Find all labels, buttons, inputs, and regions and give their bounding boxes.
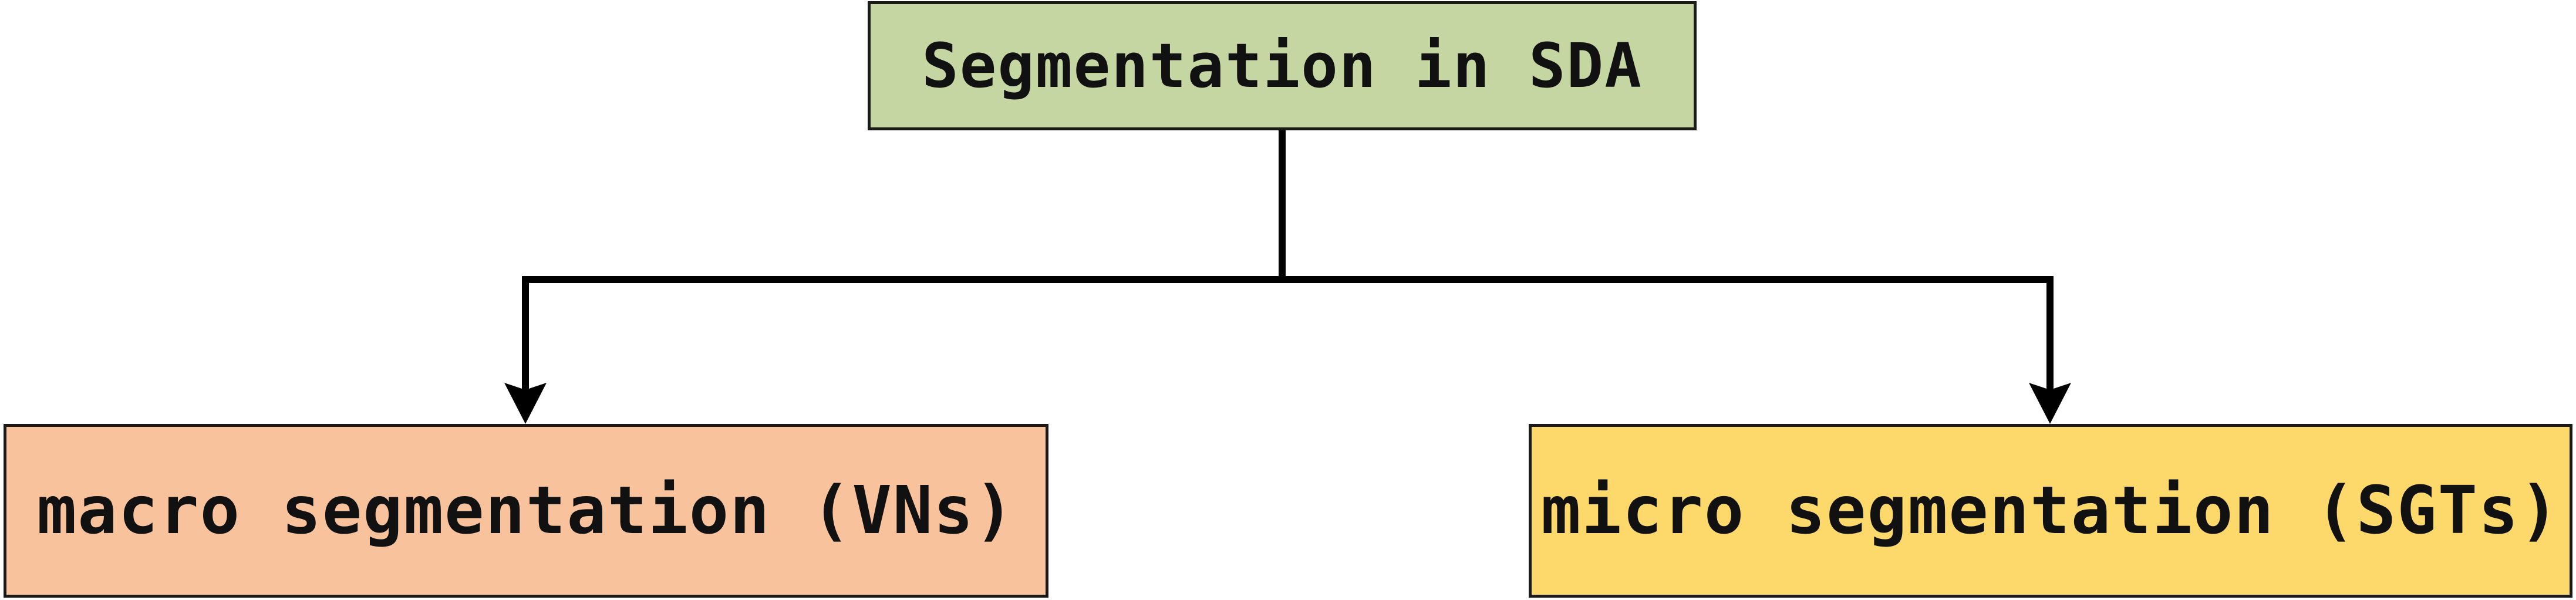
right-node-label: micro segmentation (SGTs) <box>1541 473 2560 549</box>
arrowhead-right <box>2029 383 2071 424</box>
child-node-micro-segmentation: micro segmentation (SGTs) <box>1529 424 2572 598</box>
root-node-label: Segmentation in SDA <box>922 30 1643 102</box>
root-node-segmentation-in-sda: Segmentation in SDA <box>868 1 1697 130</box>
child-node-macro-segmentation: macro segmentation (VNs) <box>4 424 1048 598</box>
left-node-label: macro segmentation (VNs) <box>36 473 1016 549</box>
arrowhead-left <box>504 383 547 424</box>
